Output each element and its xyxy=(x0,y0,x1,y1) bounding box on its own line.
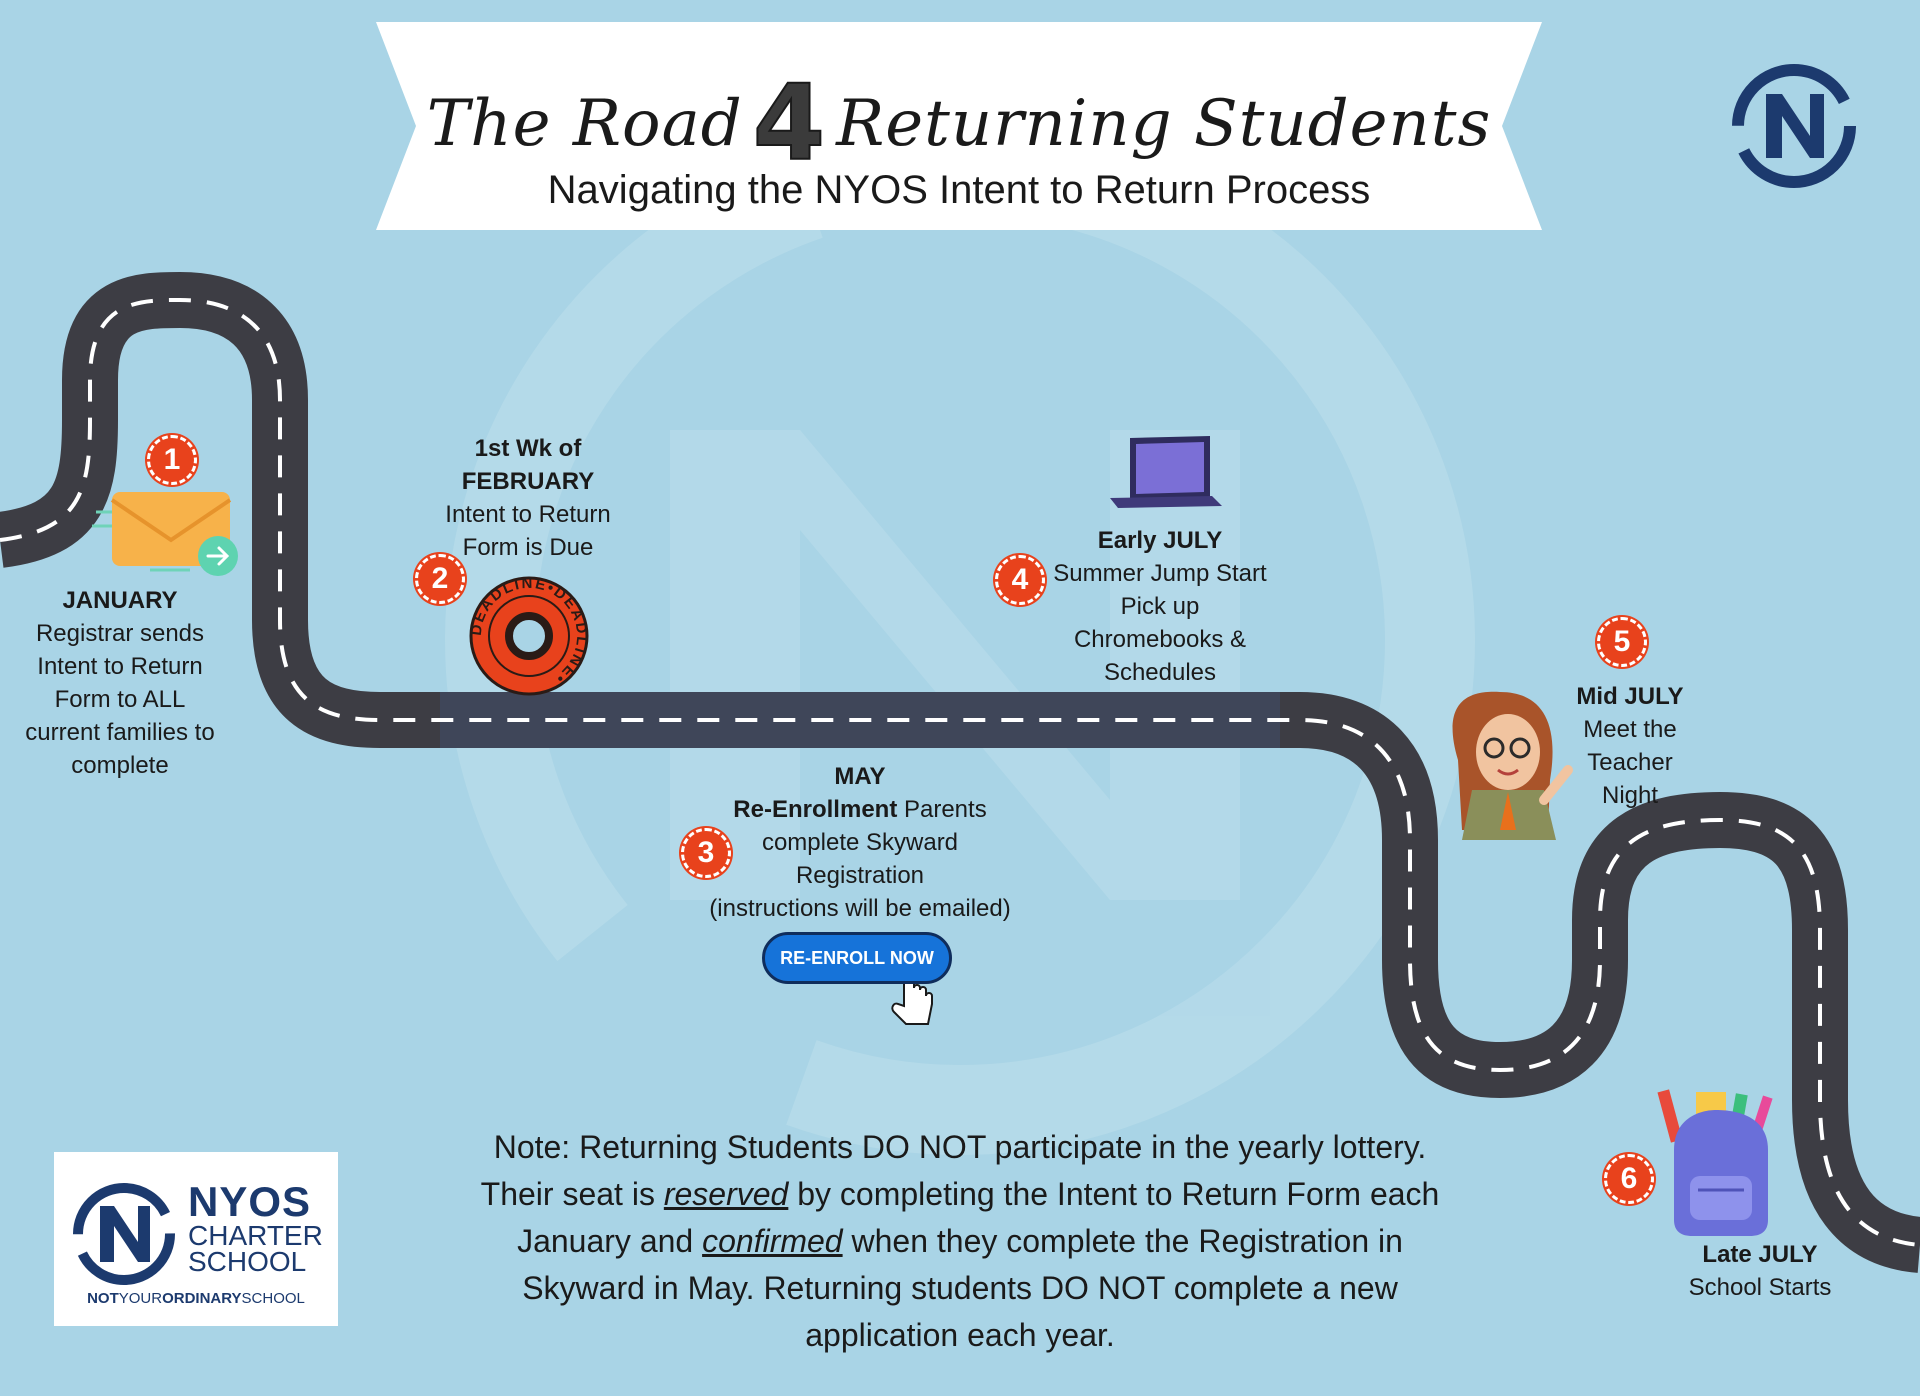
step-4-line-1: Summer Jump Start xyxy=(1053,560,1267,587)
deadline-stamp-icon: DEADLINE•DEADLINE• xyxy=(468,575,589,696)
step-4-line-2: Pick up xyxy=(1120,593,1200,620)
step-2-heading-1: 1st Wk of xyxy=(474,435,582,462)
logo-tag-your: YOUR xyxy=(118,1290,163,1307)
step-5-text: Mid JULY Meet the Teacher Night xyxy=(1560,680,1700,812)
step-4-text: Early JULY Summer Jump Start Pick up Chr… xyxy=(1040,524,1280,689)
step-2-line-1: Intent to Return xyxy=(445,501,611,528)
step-1-line-3: Form to ALL xyxy=(54,686,186,713)
step-3-line-1: complete Skyward xyxy=(761,829,959,856)
step-1-line-4: current families to xyxy=(25,719,215,746)
logo-tag-not: NOT xyxy=(87,1290,119,1307)
step-5-heading: Mid JULY xyxy=(1576,683,1684,710)
title-part2: Returning Students xyxy=(836,87,1492,161)
step-6-line-1: School Starts xyxy=(1688,1274,1832,1301)
step-4-line-3: Chromebooks & xyxy=(1073,626,1247,653)
page-subtitle: Navigating the NYOS Intent to Return Pro… xyxy=(547,168,1371,212)
step-2-badge: 2 xyxy=(415,554,465,604)
step-3-text: MAY Re-Enrollment Parents complete Skywa… xyxy=(690,760,1030,925)
step-5-line-1: Meet the xyxy=(1583,716,1677,743)
step-5-line-2: Teacher xyxy=(1587,749,1673,776)
step-3-line-0-bold: Re-Enrollment xyxy=(733,796,898,823)
note-emphasis-reserved: reserved xyxy=(663,1176,789,1212)
step-4-badge: 4 xyxy=(995,555,1045,605)
step-5-badge: 5 xyxy=(1597,617,1647,667)
step-3-line-0: Re-Enrollment Parents xyxy=(690,793,1030,826)
title-part1: The Road xyxy=(426,87,743,161)
watermark-logo-icon xyxy=(445,125,1475,1155)
re-enroll-now-button[interactable]: RE-ENROLL NOW xyxy=(762,932,952,984)
step-1-line-2: Intent to Return xyxy=(37,653,203,680)
step-1-heading: JANUARY xyxy=(62,587,178,614)
step-2-text: 1st Wk of FEBRUARY Intent to Return Form… xyxy=(418,432,638,564)
step-5-line-3: Night xyxy=(1601,782,1659,809)
note-emphasis-confirmed: confirmed xyxy=(702,1223,843,1259)
road-path xyxy=(0,272,1920,1273)
step-1-badge: 1 xyxy=(147,435,197,485)
envelope-send-icon xyxy=(92,492,238,576)
teacher-icon xyxy=(1452,691,1573,840)
step-2-heading-2: FEBRUARY xyxy=(461,468,595,495)
step-1-line-1: Registrar sends xyxy=(35,620,205,647)
step-3-badge: 3 xyxy=(681,828,731,878)
step-4-line-4: Schedules xyxy=(1103,659,1217,686)
step-1-text: JANUARY Registrar sends Intent to Return… xyxy=(10,584,230,782)
step-6-heading: Late JULY xyxy=(1702,1241,1818,1268)
logo-tag-ordinary: ORDINARY xyxy=(162,1290,242,1307)
note-part-1: Note: Returning Students DO NOT particip… xyxy=(480,1129,1427,1212)
title-number: 4 xyxy=(752,61,827,185)
logo-tag-school: SCHOOL xyxy=(241,1290,305,1307)
laptop-icon xyxy=(1110,436,1222,508)
logo-school: SCHOOL xyxy=(188,1246,307,1277)
banner-ribbon-shape xyxy=(376,22,1542,230)
step-3-line-3: (instructions will be emailed) xyxy=(709,895,1011,922)
step-3-line-2: Registration xyxy=(795,862,925,889)
logo-name: NYOS xyxy=(188,1178,312,1225)
step-2-line-2: Form is Due xyxy=(462,534,594,561)
step-3-heading: MAY xyxy=(834,763,886,790)
step-6-text: Late JULY School Starts xyxy=(1660,1238,1860,1304)
logo-charter: CHARTER xyxy=(188,1220,323,1251)
step-3-line-0-rest: Parents xyxy=(897,796,987,823)
note-part-3: when they complete the Registration in S… xyxy=(522,1223,1403,1353)
logo-tagline: NOTYOURORDINARYSCHOOL xyxy=(54,1290,338,1307)
school-logo-card: NYOS CHARTER SCHOOL NOTYOURORDINARYSCHOO… xyxy=(54,1152,338,1326)
nyos-logo-icon xyxy=(73,1183,175,1285)
step-6-badge: 6 xyxy=(1604,1154,1654,1204)
step-4-heading: Early JULY xyxy=(1097,527,1223,554)
returning-students-note: Note: Returning Students DO NOT particip… xyxy=(470,1124,1450,1359)
nyos-top-logo-icon xyxy=(1732,64,1856,188)
note-part-2: by completing the Intent to Return Form … xyxy=(517,1176,1440,1259)
backpack-icon xyxy=(1657,1089,1773,1236)
step-1-line-5: complete xyxy=(71,752,169,779)
